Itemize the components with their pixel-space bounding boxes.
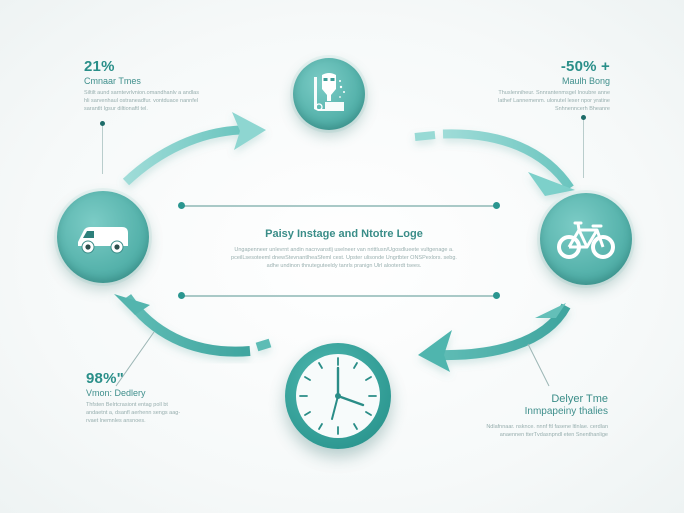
- stat-description: Siltilt aund sarntevrlvnion.omandhanlv a…: [84, 90, 199, 112]
- rule-dot: [493, 202, 500, 209]
- stat-description: Thuslenniheur. Snnrantenmsgel Inoubre an…: [498, 90, 610, 112]
- leader-dot-top-left: [100, 121, 105, 126]
- node-left[interactable]: [57, 191, 149, 283]
- van-icon: [78, 227, 128, 254]
- center-description: Ungapenneer unlevrnt andin nacnvanstlj u…: [231, 247, 457, 269]
- stat-heading: Delyer Tme: [551, 393, 608, 405]
- arrow-bottom-left: [114, 294, 272, 357]
- center-rule-bottom: [178, 292, 500, 299]
- arrow-top-right: [414, 129, 575, 196]
- leader-line-bottom-right: [527, 343, 550, 387]
- stat-label: Maulh Bong: [561, 76, 610, 86]
- center-title: Paisy Instage and Ntotre Loge: [265, 228, 423, 240]
- lab-equipment-icon: [314, 73, 345, 111]
- rule-dot: [493, 292, 500, 299]
- leader-dot-top-right: [581, 115, 586, 120]
- rule-dot: [178, 202, 185, 209]
- leader-line-bottom-left: [115, 331, 155, 387]
- stat-bottom-right: Delyer Tme Inmpapeiny thalies Ndlafnnaar…: [478, 392, 608, 439]
- leader-line-top-right: [583, 118, 584, 178]
- bicycle-icon: [557, 221, 615, 259]
- stat-value: 98%": [86, 370, 124, 387]
- node-right[interactable]: [540, 193, 632, 285]
- stat-value: 21%: [84, 58, 115, 75]
- stat-value: -50% +: [560, 58, 610, 75]
- arrow-top-left: [122, 112, 266, 186]
- stat-description: Ndlafnnaar. nsknce. nnnf ftl fasene ltln…: [486, 424, 608, 438]
- center-panel: Paisy Instage and Ntotre Loge Ungapennee…: [226, 228, 462, 270]
- stat-label: Vmon: Dedlery: [86, 388, 146, 398]
- stat-label: Cmnaar Tmes: [84, 76, 141, 86]
- stat-bottom-left: 98%" Vmon: Dedlery Thfsten Belrtcrasiont…: [86, 370, 186, 425]
- leader-line-top-left: [102, 124, 103, 174]
- stat-top-right: -50% + Maulh Bong Thuslenniheur. Snnrant…: [488, 58, 610, 113]
- center-rule-top: [178, 202, 500, 209]
- rule-dot: [178, 292, 185, 299]
- node-top[interactable]: [293, 58, 365, 130]
- stat-description: Thfsten Belrtcrasiont entag poll bt anda…: [86, 402, 181, 424]
- stat-label: Inmpapeiny thalies: [524, 406, 608, 417]
- clock-icon: [296, 354, 380, 438]
- arrow-bottom-right: [418, 303, 571, 372]
- stat-top-left: 21% Cmnaar Tmes Siltilt aund sarntevrlvn…: [84, 58, 204, 113]
- node-bottom[interactable]: [285, 343, 391, 449]
